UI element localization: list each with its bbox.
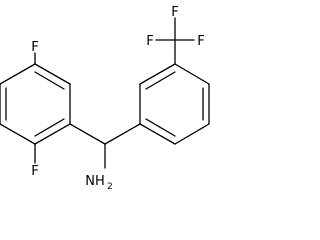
- right-ring: [139, 63, 210, 145]
- atom-label-amine-subscript: 2: [107, 182, 113, 192]
- right-ring-bond-6: [139, 63, 176, 85]
- left-ring-bond-3: [34, 123, 71, 145]
- central-carbon-bonds: [69, 123, 141, 169]
- left-ring-bond-6: [0, 63, 36, 85]
- atom-label-cf3-fluorine-bottom: F: [171, 5, 178, 20]
- atom-label-amine: NH: [85, 174, 105, 189]
- atom-label-cf3-fluorine-right: F: [197, 34, 204, 49]
- atom-label-fluorine-top: F: [31, 40, 38, 55]
- left-ring-double-1: [34, 71, 65, 90]
- right-ring-bond-1: [174, 63, 210, 85]
- left-ring-bond-1: [34, 63, 71, 85]
- amine-label: NH 2: [85, 174, 112, 192]
- right-ring-bond-4: [139, 123, 176, 145]
- structure-canvas: F F F F F NH 2: [0, 5, 210, 192]
- right-ring-double-3: [145, 71, 176, 90]
- trifluoromethyl-group: [155, 17, 195, 65]
- left-ring: [0, 63, 71, 145]
- atom-label-cf3-fluorine-left: F: [146, 34, 153, 49]
- bond-left-ring-to-central-carbon: [69, 123, 106, 145]
- chemical-structure-diagram: F F F F F NH 2: [0, 5, 210, 192]
- right-ring-double-2: [145, 118, 176, 137]
- bond-central-carbon-to-right-ring: [104, 123, 141, 145]
- left-ring-double-2: [34, 118, 65, 137]
- right-ring-bond-3: [174, 123, 210, 145]
- atom-label-fluorine-bottom: F: [31, 164, 38, 179]
- left-ring-bond-4: [0, 123, 36, 145]
